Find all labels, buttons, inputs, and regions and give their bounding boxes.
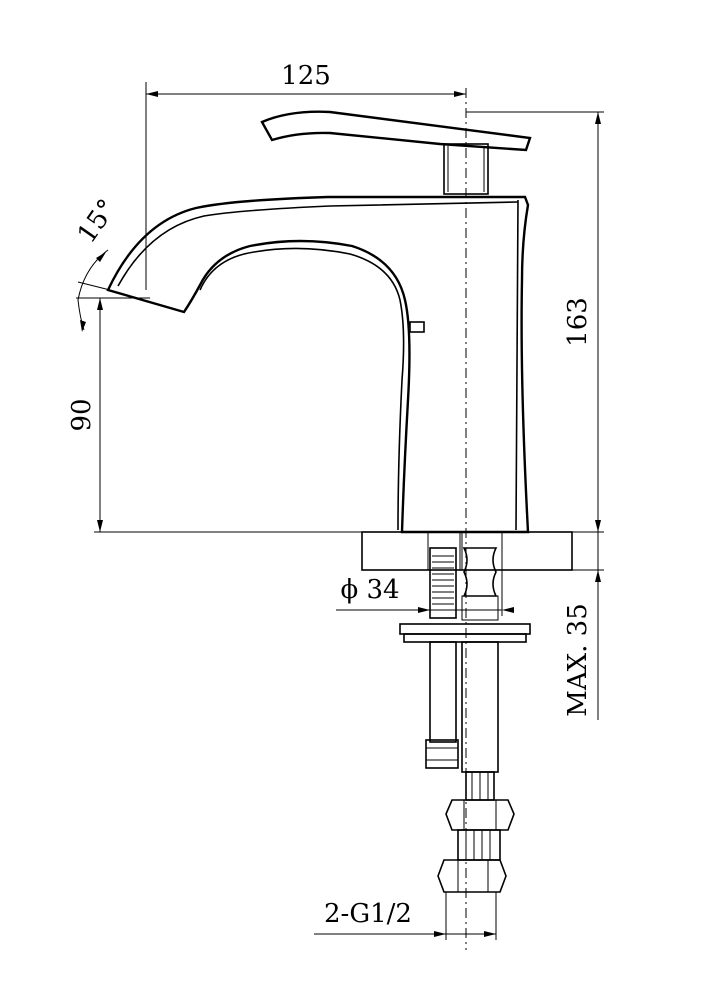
dim-g12-label: 2-G1/2 <box>324 899 412 929</box>
dim-max35-label: MAX. 35 <box>563 603 593 717</box>
dimension-phi-34: ϕ 34 <box>336 570 514 616</box>
mounting-washer <box>399 623 531 643</box>
base-plate <box>361 531 573 571</box>
dim-phi34-label: ϕ 34 <box>340 575 399 605</box>
dimension-125: 125 <box>145 61 466 290</box>
faucet-body <box>106 195 530 534</box>
dim-125-label: 125 <box>281 61 331 91</box>
threaded-stud <box>429 547 499 621</box>
supply-hoses <box>425 641 515 940</box>
dimension-163: 163 <box>466 111 604 533</box>
handle-lever <box>260 110 532 195</box>
dimension-max-35: MAX. 35 <box>563 532 604 720</box>
dimension-90: 90 <box>67 297 402 533</box>
dimension-2-g1-2: 2-G1/2 <box>314 899 496 937</box>
dimension-15-degree: 15° <box>72 194 123 332</box>
dim-163-label: 163 <box>563 297 593 347</box>
dim-90-label: 90 <box>67 398 97 431</box>
dim-15-label: 15° <box>72 194 123 249</box>
